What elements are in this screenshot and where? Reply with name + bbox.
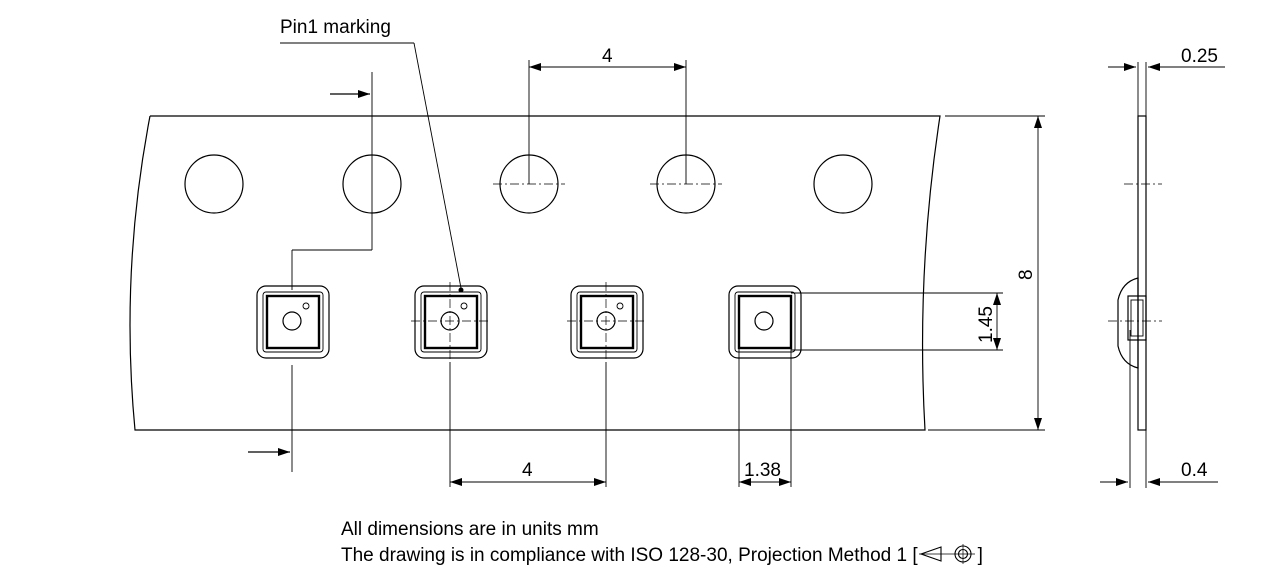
- tape-width-label: 8: [1016, 269, 1037, 280]
- note-projection-end: ]: [977, 545, 983, 566]
- pin1-callout: Pin1 marking: [280, 17, 464, 293]
- cavity-width-label: 1.38: [744, 460, 781, 481]
- sprocket-hole: [813, 154, 873, 214]
- dim-cavity-width: 1.38: [738, 348, 792, 487]
- thickness-top-label: 0.25: [1181, 46, 1218, 67]
- thickness-bottom-label: 0.4: [1181, 460, 1208, 481]
- dim-pitch-bottom: 4: [449, 362, 607, 487]
- cavity-height-label: 1.45: [976, 306, 997, 343]
- sprocket-hole: [184, 154, 244, 214]
- pocket-4: [728, 285, 802, 359]
- pocket-1: [256, 285, 330, 359]
- sprocket-holes: [184, 154, 873, 214]
- dim-tape-width: 8: [928, 115, 1045, 431]
- pocket-3: [567, 282, 647, 362]
- pitch-bottom-label: 4: [522, 460, 533, 481]
- pocket-2: [411, 282, 491, 362]
- pitch-top-label: 4: [602, 46, 613, 67]
- section-indicator: [248, 72, 373, 472]
- pin1-label: Pin1 marking: [280, 17, 391, 38]
- side-section-view: [1108, 115, 1162, 431]
- dim-thickness-top: 0.25: [1108, 46, 1225, 116]
- dim-thickness-bottom: 0.4: [1100, 330, 1218, 488]
- dim-pitch-top: 4: [528, 46, 687, 184]
- note-units: All dimensions are in units mm: [341, 519, 599, 540]
- dim-cavity-height: 1.45: [791, 292, 1003, 351]
- note-projection-text: The drawing is in compliance with ISO 12…: [341, 545, 918, 566]
- note-projection: The drawing is in compliance with ISO 12…: [341, 544, 983, 567]
- tape-outline: [129, 115, 941, 431]
- first-angle-projection-icon: [918, 544, 975, 564]
